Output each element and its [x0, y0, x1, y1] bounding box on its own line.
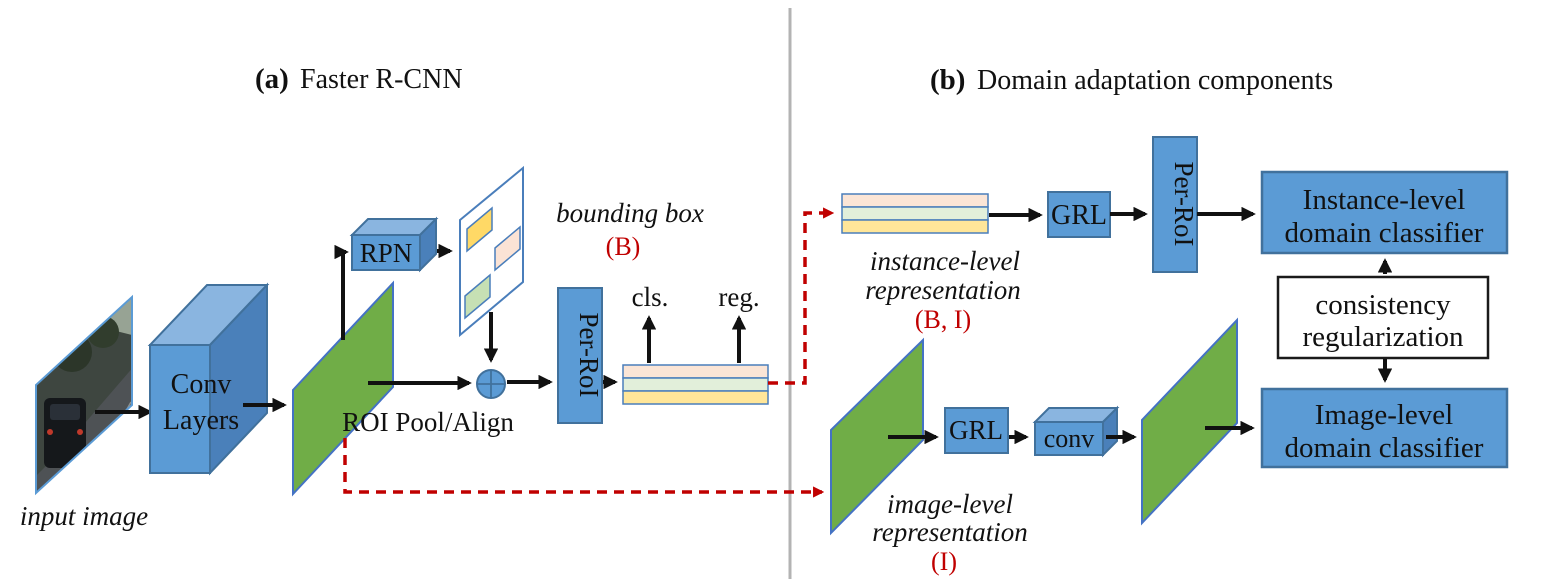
bounding-box-label: bounding box [556, 198, 704, 228]
per-roi-label-a: Per-RoI [574, 313, 604, 398]
per-roi-box-a [557, 287, 603, 424]
conv-layers-label-line1: Conv [171, 369, 232, 400]
instance-rep-label-line2: representation [865, 275, 1020, 305]
image-domain-classifier-box [1260, 387, 1509, 469]
panel-a-title-prefix: (a) [255, 63, 289, 95]
grl-label-instance: GRL [1051, 200, 1107, 231]
image-rep-label-line1: image-level [887, 489, 1013, 519]
panel-b-title: Domain adaptation components [977, 65, 1333, 96]
grl-label-image: GRL [949, 415, 1003, 445]
conv-label-b: conv [1044, 424, 1095, 453]
image-classifier-line1: Image-level [1315, 399, 1453, 431]
rpn-label: RPN [360, 238, 413, 268]
red-dashed-instance-path [768, 207, 835, 385]
grl-box-image [944, 407, 1009, 454]
instance-representation-bars [841, 193, 989, 234]
conv-layers-label-line2: Layers [163, 405, 239, 436]
feature-map-a [292, 280, 394, 497]
image-rep-label-line2: representation [872, 517, 1027, 547]
input-image-thumbnail [35, 294, 133, 496]
per-roi-label-b: Per-RoI [1169, 162, 1199, 247]
photo-tree [87, 316, 119, 348]
instance-classifier-line1: Instance-level [1303, 184, 1466, 216]
feature-map-b2 [1141, 317, 1238, 526]
anchor-box-yellow [466, 206, 493, 253]
grl-box-instance [1047, 191, 1111, 238]
roi-pool-label: ROI Pool/Align [342, 407, 514, 437]
instance-rep-label-line1: instance-level [870, 246, 1020, 276]
rpn-box [349, 216, 439, 273]
consistency-regularization-box [1276, 275, 1490, 360]
photo-taillight [47, 429, 53, 435]
reg-label: reg. [718, 282, 759, 312]
arrow-featuremap-to-rpn [334, 244, 349, 340]
instance-classifier-line2: domain classifier [1285, 217, 1484, 249]
photo-car-window [50, 404, 80, 420]
red-dashed-image-path [343, 438, 825, 498]
panel-b-title-prefix: (b) [930, 64, 965, 96]
bounding-box-tag: (B) [606, 232, 641, 261]
cls-label: cls. [632, 282, 669, 312]
input-image-label: input image [20, 501, 148, 531]
conv-box-b [1032, 405, 1120, 458]
instance-rep-tag: (B, I) [915, 305, 971, 334]
consistency-line2: regularization [1302, 321, 1464, 353]
image-representation-map [830, 337, 924, 536]
image-rep-tag: (I) [931, 547, 957, 576]
consistency-line1: consistency [1315, 289, 1451, 321]
anchor-box-green [464, 273, 491, 320]
roi-feature-bars [622, 364, 769, 405]
roi-pool-circle [476, 369, 506, 399]
conv-layers-box [147, 282, 270, 476]
panel-a-title: Faster R-CNN [300, 64, 463, 95]
per-roi-box-b [1152, 136, 1198, 273]
photo-taillight [77, 429, 83, 435]
instance-domain-classifier-box [1260, 170, 1509, 255]
image-classifier-line2: domain classifier [1285, 432, 1484, 464]
anchor-box-pink [494, 225, 521, 272]
